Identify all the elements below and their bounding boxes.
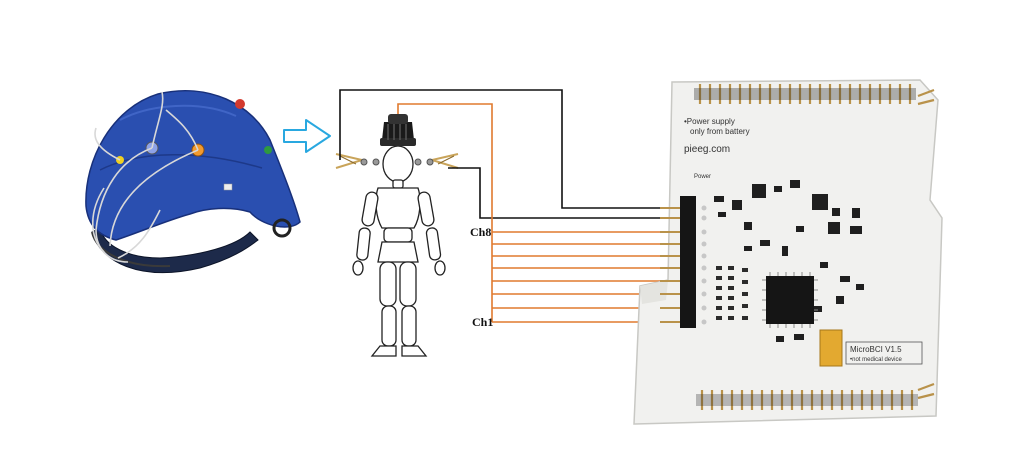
resistor-array — [716, 266, 748, 320]
channel-wires — [397, 103, 660, 323]
power-label: Power — [694, 174, 711, 180]
pcb-board-photo: •Power supply only from battery pieeg.co… — [633, 79, 943, 425]
electrode-cup — [380, 114, 416, 146]
channel-1-label: Ch1 — [472, 315, 493, 329]
website-label: pieeg.com — [684, 144, 730, 155]
eeg-cap-photo — [85, 89, 301, 273]
bottom-pin-header — [700, 382, 935, 410]
model-line1: MicroBCI V1.5 — [850, 345, 902, 354]
channel-connector — [660, 196, 707, 328]
channel-8-label: Ch8 — [470, 225, 491, 239]
ear-clip-electrode-left — [335, 153, 380, 169]
top-pin-header — [698, 84, 935, 106]
model-label-box: MicroBCI V1.5 •not medical device — [845, 341, 923, 365]
ear-clip-electrode-right — [414, 153, 459, 169]
model-line2: •not medical device — [850, 357, 902, 363]
main-chip — [762, 272, 818, 328]
power-notice-line2: only from battery — [690, 127, 750, 136]
power-notice-line1: •Power supply — [684, 117, 735, 126]
tantalum-capacitor — [819, 329, 843, 367]
ground-wires — [339, 89, 660, 219]
right-arrow-icon — [283, 119, 331, 153]
mannequin-figure — [352, 145, 446, 357]
smd-components — [714, 180, 864, 342]
